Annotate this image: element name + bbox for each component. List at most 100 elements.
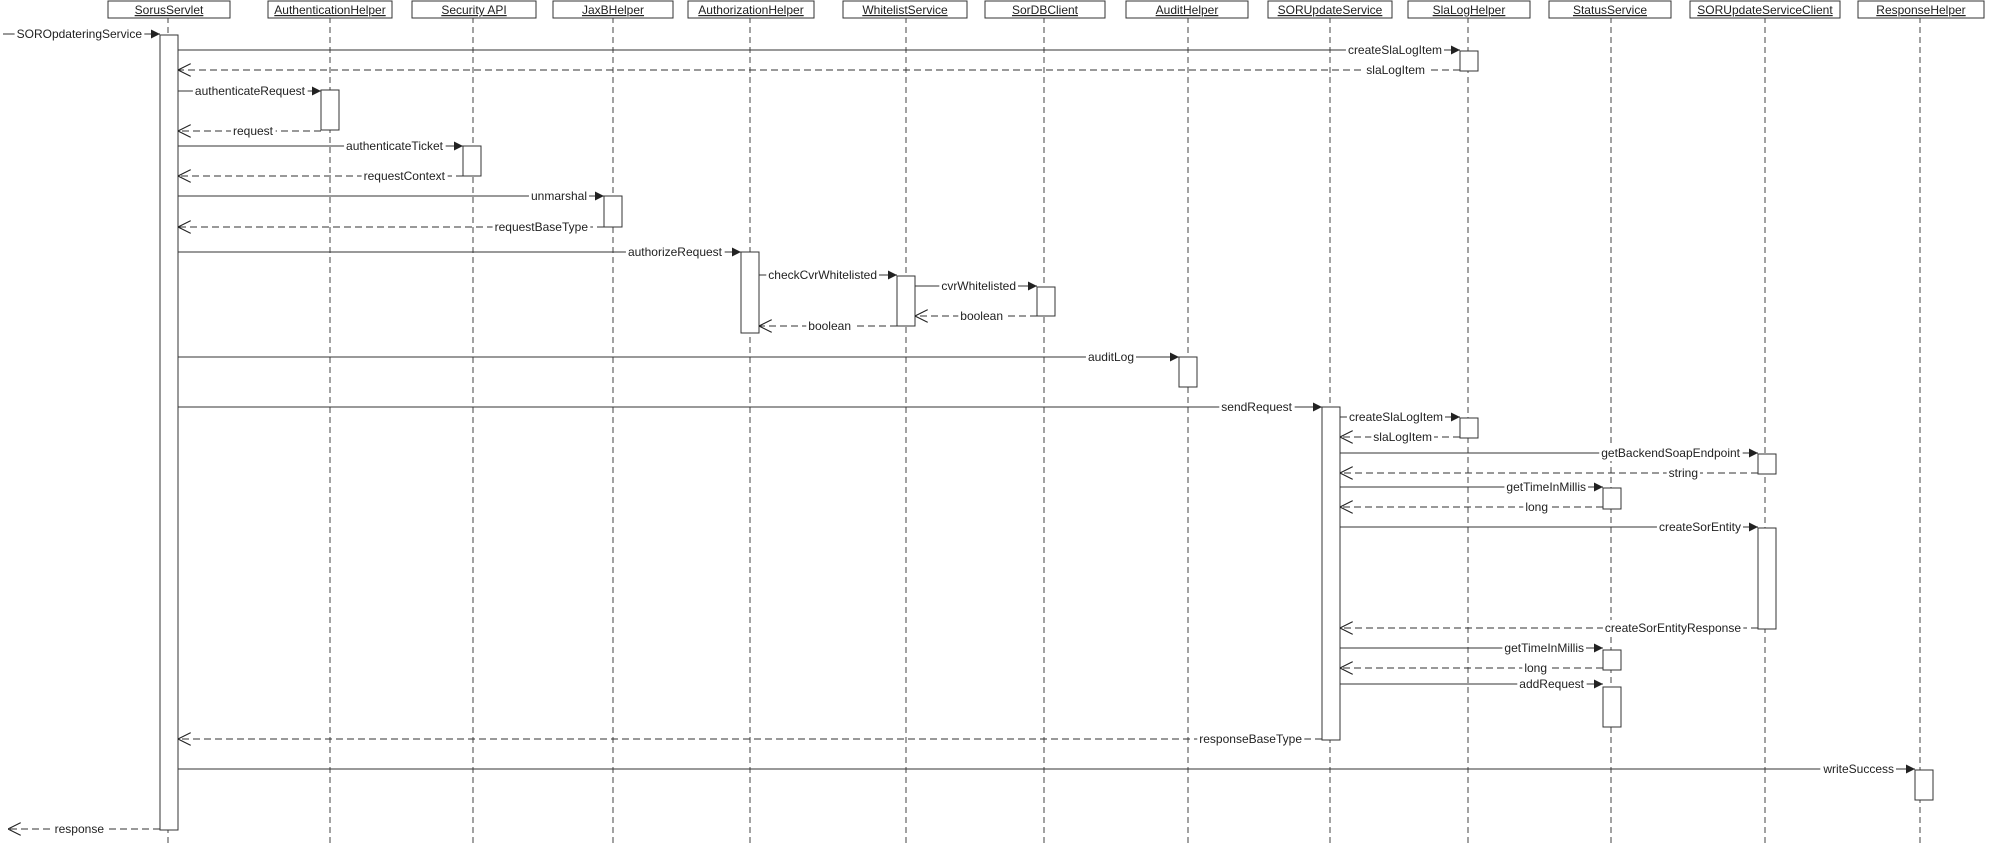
message-request: request (178, 123, 321, 139)
message-sendrequest: sendRequest (178, 399, 1322, 415)
message-label-background (939, 278, 1018, 294)
message-label: createSorEntityResponse (1605, 621, 1741, 635)
activation-slaloghelper (1459, 417, 1479, 439)
message-long: long (1340, 499, 1603, 515)
message-label-background (1346, 409, 1445, 425)
participant-authorizationhelper: AuthorizationHelper (687, 0, 815, 19)
participant-authenticationhelper: AuthenticationHelper (267, 0, 393, 19)
participant-box (411, 0, 537, 19)
message-authenticateticket: authenticateTicket (178, 138, 463, 154)
message-boolean: boolean (915, 308, 1037, 324)
activation-statusservice (1602, 487, 1622, 510)
message-label-background (1656, 519, 1743, 535)
participant-responsehelper: ResponseHelper (1857, 0, 1985, 19)
message-label: writeSuccess (1822, 762, 1894, 776)
activation-jaxbhelper (603, 195, 623, 228)
participant-statusservice: StatusService (1548, 0, 1672, 19)
message-label: request (233, 124, 274, 138)
participant-label: ResponseHelper (1876, 3, 1965, 17)
message-label: slaLogItem (1373, 430, 1432, 444)
message-label: long (1525, 500, 1548, 514)
message-label: createSlaLogItem (1348, 43, 1442, 57)
message-label: string (1669, 466, 1698, 480)
message-label: checkCvrWhitelisted (768, 268, 877, 282)
participant-box (1407, 0, 1531, 19)
message-authenticaterequest: authenticateRequest (178, 83, 321, 99)
message-label-background (1522, 660, 1549, 676)
message-label-background (14, 26, 145, 42)
participant-label: SORUpdateService (1278, 3, 1383, 17)
message-long: long (1340, 660, 1603, 676)
message-label-background (361, 168, 448, 184)
message-getbackendsoapendpoint: getBackendSoapEndpoint (1340, 445, 1758, 461)
participant-label: Security API (441, 3, 506, 17)
participant-box (1267, 0, 1393, 19)
activation-audithelper (1178, 356, 1198, 388)
participant-box (842, 0, 968, 19)
message-label: getBackendSoapEndpoint (1601, 446, 1740, 460)
message-label-background (1599, 445, 1743, 461)
activation-authorizationhelper (740, 251, 760, 334)
activation-authenticationhelper (320, 89, 340, 131)
message-label: requestBaseType (495, 220, 589, 234)
participant-label: SlaLogHelper (1433, 3, 1506, 17)
participant-box (687, 0, 815, 19)
message-label: createSorEntity (1659, 520, 1741, 534)
message-label: SOROpdateringService (17, 27, 143, 41)
message-label-background (1517, 676, 1587, 692)
message-label: boolean (808, 319, 851, 333)
message-label: auditLog (1088, 350, 1134, 364)
message-label-background (492, 219, 591, 235)
activation-security-api (462, 145, 482, 177)
message-label: createSlaLogItem (1349, 410, 1443, 424)
message-label: response (55, 822, 105, 836)
participant-sorusservlet: SorusServlet (107, 0, 231, 19)
message-createslalogitem: createSlaLogItem (1340, 409, 1460, 425)
message-label: authorizeRequest (628, 245, 723, 259)
participant-label: StatusService (1573, 3, 1647, 17)
activation-whitelistservice (896, 275, 916, 327)
message-label: slaLogItem (1366, 63, 1425, 77)
participant-box (1689, 0, 1841, 19)
participants-layer: SorusServlet AuthenticationHelper Security… (107, 0, 1985, 19)
participant-box (107, 0, 231, 19)
participant-jaxbhelper: JaxBHelper (552, 0, 674, 19)
message-label: cvrWhitelisted (941, 279, 1016, 293)
message-label: addRequest (1519, 677, 1584, 691)
message-label-background (958, 308, 1005, 324)
message-label-background (192, 83, 308, 99)
message-requestcontext: requestContext (178, 168, 463, 184)
participant-whitelistservice: WhitelistService (842, 0, 968, 19)
participant-sorupdateserviceclient: SORUpdateServiceClient (1689, 0, 1841, 19)
activations-layer (159, 34, 1934, 831)
participant-box (1548, 0, 1672, 19)
message-auditlog: auditLog (178, 349, 1179, 365)
activation-sorupdateservice (1321, 406, 1341, 741)
message-label-background (1666, 465, 1700, 481)
participant-sorupdateservice: SORUpdateService (1267, 0, 1393, 19)
message-label-background (1345, 42, 1444, 58)
activation-sorusservlet (159, 34, 179, 831)
message-createsorentity: createSorEntity (1340, 519, 1758, 535)
message-createslalogitem: createSlaLogItem (178, 42, 1460, 58)
participant-label: SORUpdateServiceClient (1697, 3, 1833, 17)
participant-label: AuthenticationHelper (274, 3, 385, 17)
message-addrequest: addRequest (1340, 676, 1603, 692)
message-label: authenticateTicket (346, 139, 444, 153)
message-label-background (1820, 761, 1896, 777)
message-authorizerequest: authorizeRequest (178, 244, 741, 260)
message-label-background (1602, 620, 1744, 636)
activation-responsehelper (1914, 769, 1934, 801)
activation-statusservice (1602, 649, 1622, 671)
message-label-background (766, 267, 879, 283)
message-label-background (52, 821, 107, 837)
message-label-background (1371, 429, 1434, 445)
message-label-background (1085, 349, 1136, 365)
message-label-background (1523, 499, 1550, 515)
participant-label: SorDBClient (1012, 3, 1079, 17)
activation-slaloghelper (1459, 50, 1479, 72)
message-checkcvrwhitelisted: checkCvrWhitelisted (759, 267, 897, 283)
message-gettimeinmillis: getTimeInMillis (1340, 479, 1603, 495)
activation-sorupdateserviceclient (1757, 527, 1777, 630)
participant-label: AuditHelper (1156, 3, 1219, 17)
